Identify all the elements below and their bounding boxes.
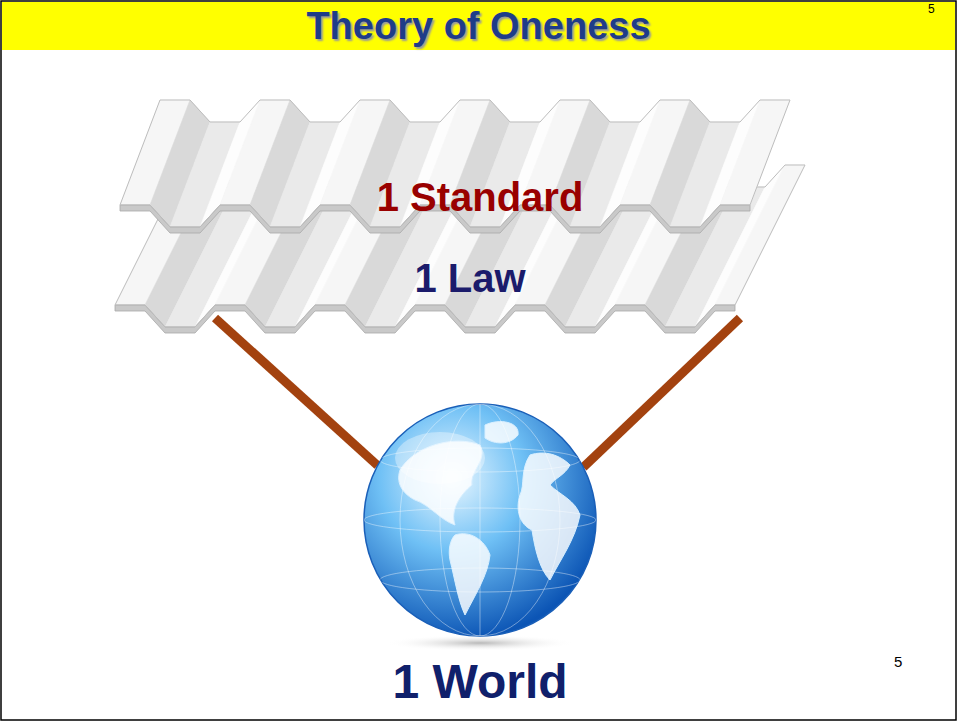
continent [518, 453, 580, 580]
support-line [215, 318, 378, 466]
sheet-label: 1 Law [414, 256, 525, 300]
sheet-outline [120, 100, 790, 227]
page-number-box: 5 [928, 2, 935, 16]
page-number: 5 [894, 653, 902, 670]
sheet-node: 1 Standard [170, 158, 790, 236]
parallel [380, 568, 580, 592]
globe-highlight [395, 432, 485, 484]
title-box: Theory of Oneness [2, 2, 955, 50]
sheet-band [720, 100, 790, 205]
globe-icon [360, 400, 600, 650]
continent [485, 422, 518, 443]
globe-node: 1 World [355, 400, 605, 714]
slide-title: Theory of Oneness [306, 5, 650, 48]
title-bar [2, 2, 955, 50]
globe-sphere [364, 404, 596, 636]
globe-map [364, 404, 596, 636]
globe-caption: 1 World [392, 656, 567, 709]
meridian [480, 404, 481, 636]
support-line [583, 318, 740, 467]
corrugated-sheet [120, 100, 790, 233]
page-number-box: 5 [894, 653, 902, 670]
sheet-edge [115, 305, 735, 333]
page-number: 5 [928, 2, 935, 16]
sheet-label: 1 Standard [377, 175, 584, 219]
continent [449, 534, 490, 615]
roof-sheets [115, 100, 805, 333]
parallel [364, 508, 596, 532]
globe-shadow [385, 635, 575, 650]
sheet-node: 1 Law [130, 238, 810, 318]
